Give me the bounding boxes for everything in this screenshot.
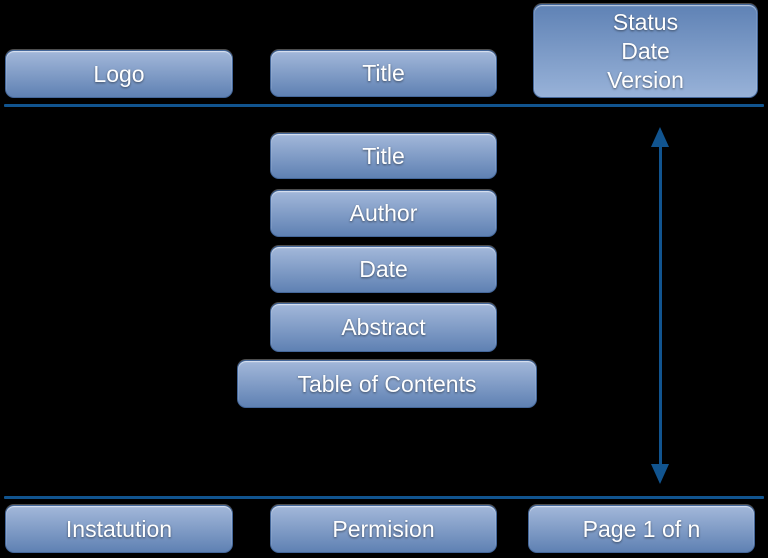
permission-box: Permision xyxy=(270,505,497,553)
logo-box: Logo xyxy=(5,50,233,98)
institution-box: Instatution xyxy=(5,505,233,553)
arrowhead-up-icon xyxy=(651,127,669,147)
footer-rule-line xyxy=(4,496,764,499)
header-rule-line xyxy=(4,104,764,107)
title-box: Title xyxy=(270,133,497,179)
table-of-contents-box: Table of Contents xyxy=(237,360,537,408)
header-title-box: Title xyxy=(270,50,497,97)
author-box: Author xyxy=(270,190,497,237)
status-date-version-box: Status Date Version xyxy=(533,4,758,98)
arrowhead-down-icon xyxy=(651,464,669,484)
abstract-box: Abstract xyxy=(270,303,497,352)
date-box: Date xyxy=(270,246,497,293)
page-number-box: Page 1 of n xyxy=(528,505,755,553)
arrow-stem xyxy=(659,144,662,466)
